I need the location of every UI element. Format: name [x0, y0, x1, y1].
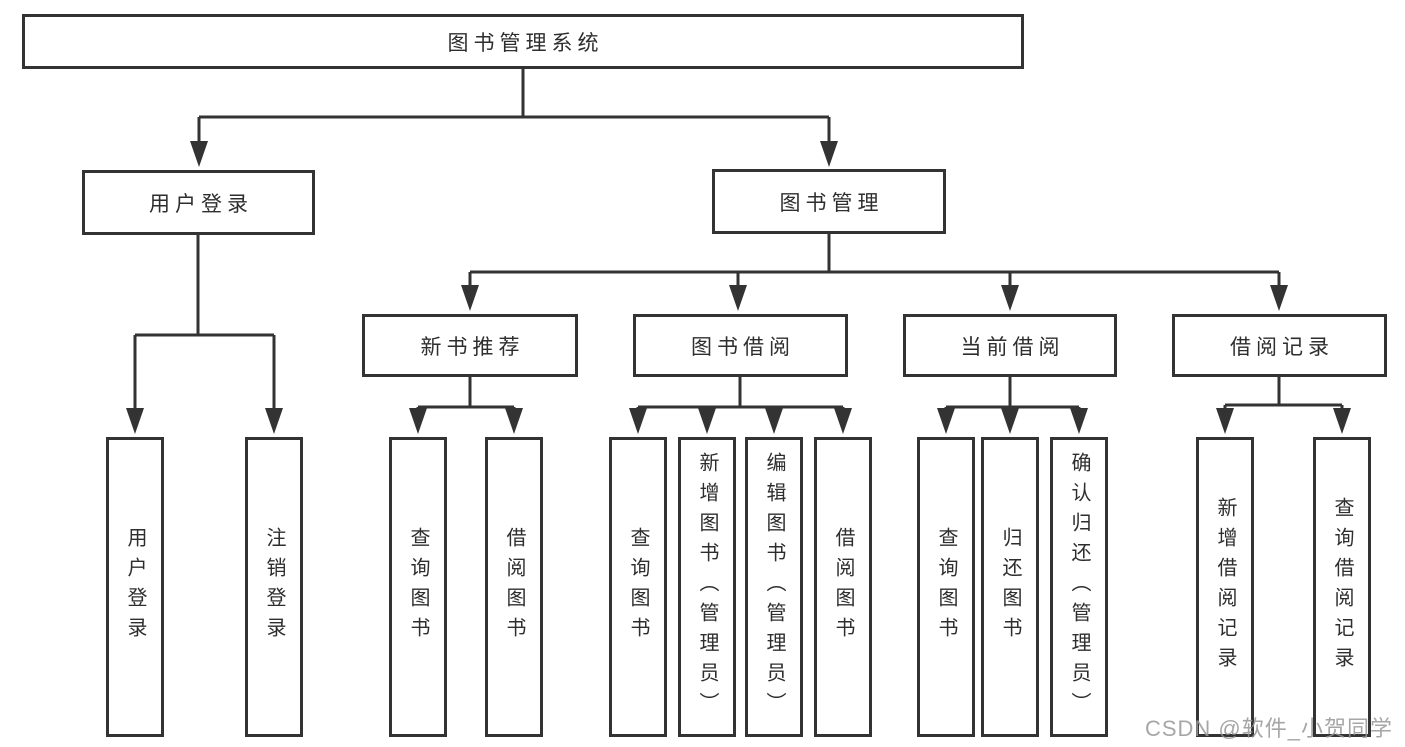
node-label: 确认归还（管理员）: [1068, 452, 1090, 722]
node-leaf-rec-borrow-book: 借阅图书: [485, 437, 543, 737]
node-user-login: 用户登录: [82, 170, 315, 235]
node-leaf-rec-query-book: 查询图书: [389, 437, 447, 737]
node-current-borrowing: 当前借阅: [903, 314, 1117, 377]
node-book-management: 图书管理: [712, 169, 946, 234]
node-label: 查询图书: [627, 527, 649, 647]
node-leaf-user-login: 用户登录: [106, 437, 164, 737]
node-new-book-recommendation: 新书推荐: [362, 314, 578, 377]
node-book-borrowing: 图书借阅: [633, 314, 848, 377]
node-leaf-br-add-record: 新增借阅记录: [1196, 437, 1254, 737]
csdn-watermark: CSDN @软件_小贺同学: [1144, 716, 1393, 741]
node-leaf-cb-query-book: 查询图书: [917, 437, 975, 737]
node-leaf-bb-add-book-admin: 新增图书（管理员）: [678, 437, 736, 737]
node-label: 借阅图书: [832, 527, 854, 647]
node-leaf-cb-return-book: 归还图书: [981, 437, 1039, 737]
node-label: 新增借阅记录: [1214, 497, 1236, 677]
node-label: 注销登录: [263, 527, 285, 647]
node-label: 新增图书（管理员）: [696, 452, 718, 722]
node-label: 借阅图书: [503, 527, 525, 647]
node-label: 用户登录: [124, 527, 146, 647]
node-leaf-logout: 注销登录: [245, 437, 303, 737]
node-label: 查询借阅记录: [1331, 497, 1353, 677]
node-label: 归还图书: [999, 527, 1021, 647]
node-label: 编辑图书（管理员）: [763, 452, 785, 722]
node-leaf-br-query-record: 查询借阅记录: [1313, 437, 1371, 737]
node-root: 图书管理系统: [22, 14, 1024, 69]
node-leaf-cb-confirm-return-admin: 确认归还（管理员）: [1050, 437, 1108, 737]
node-leaf-bb-query-book: 查询图书: [609, 437, 667, 737]
node-label: 查询图书: [407, 527, 429, 647]
node-leaf-bb-borrow-book: 借阅图书: [814, 437, 872, 737]
node-label: 查询图书: [935, 527, 957, 647]
node-borrowing-records: 借阅记录: [1172, 314, 1387, 377]
node-leaf-bb-edit-book-admin: 编辑图书（管理员）: [745, 437, 803, 737]
